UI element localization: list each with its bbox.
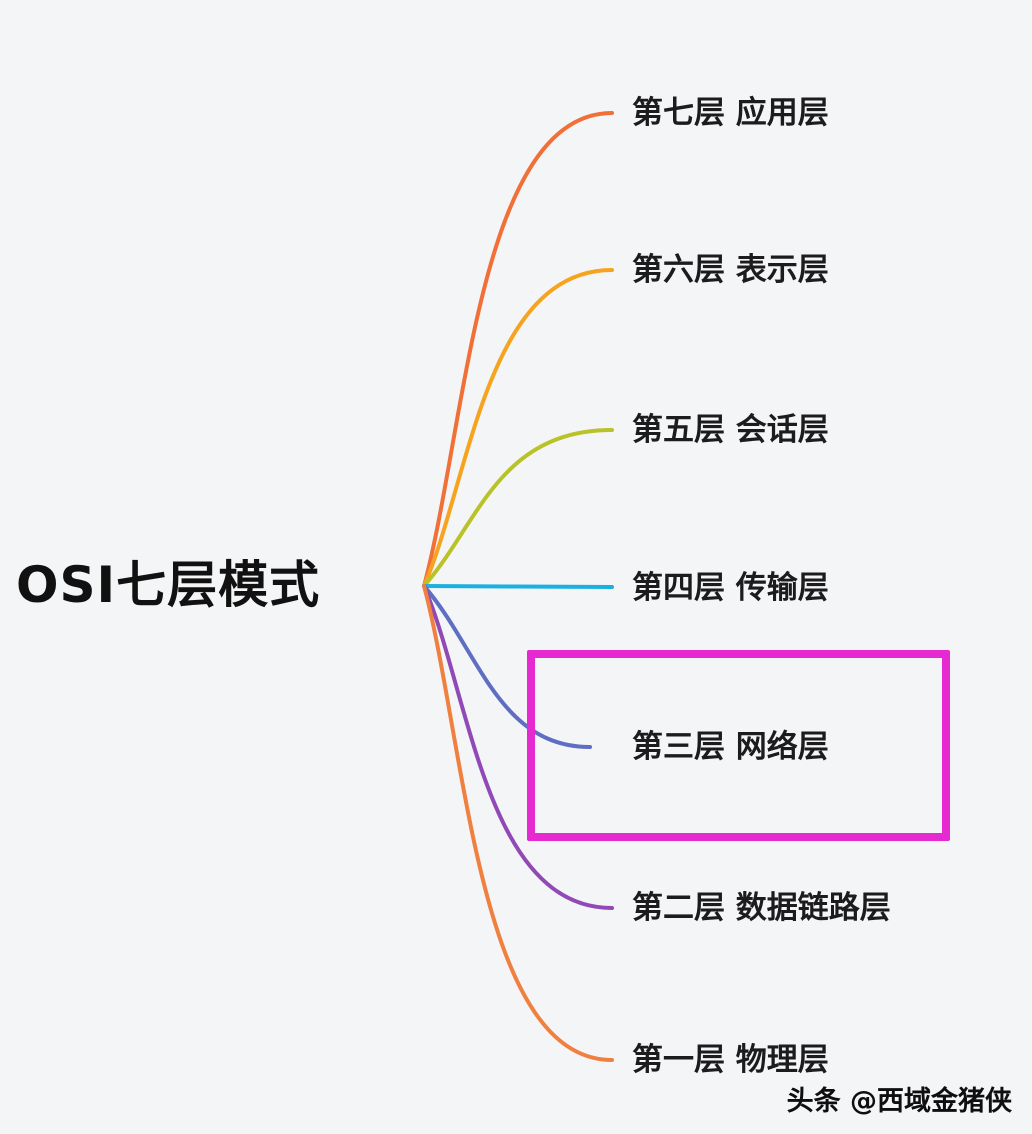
branch-node-layer2: 第二层 数据链路层 [632,890,891,926]
branch-node-layer3: 第三层 网络层 [632,729,829,765]
branch-line-layer3 [422,584,592,749]
branch-line-layer7 [422,111,614,588]
branch-line-layer2 [422,584,614,910]
branch-line-layer1 [422,584,614,1062]
branch-node-layer1: 第一层 物理层 [632,1042,829,1078]
branch-line-layer6 [422,268,614,588]
root-node-label: OSI七层模式 [16,556,321,614]
branch-node-layer6: 第六层 表示层 [632,252,829,288]
branch-line-layer5 [422,428,614,588]
branch-node-layer4: 第四层 传输层 [632,570,829,606]
branch-node-layer5: 第五层 会话层 [632,412,829,448]
branch-line-layer4 [422,584,614,589]
watermark-text: 头条 @西域金猪侠 [786,1086,1012,1117]
branch-node-layer7: 第七层 应用层 [632,95,829,131]
